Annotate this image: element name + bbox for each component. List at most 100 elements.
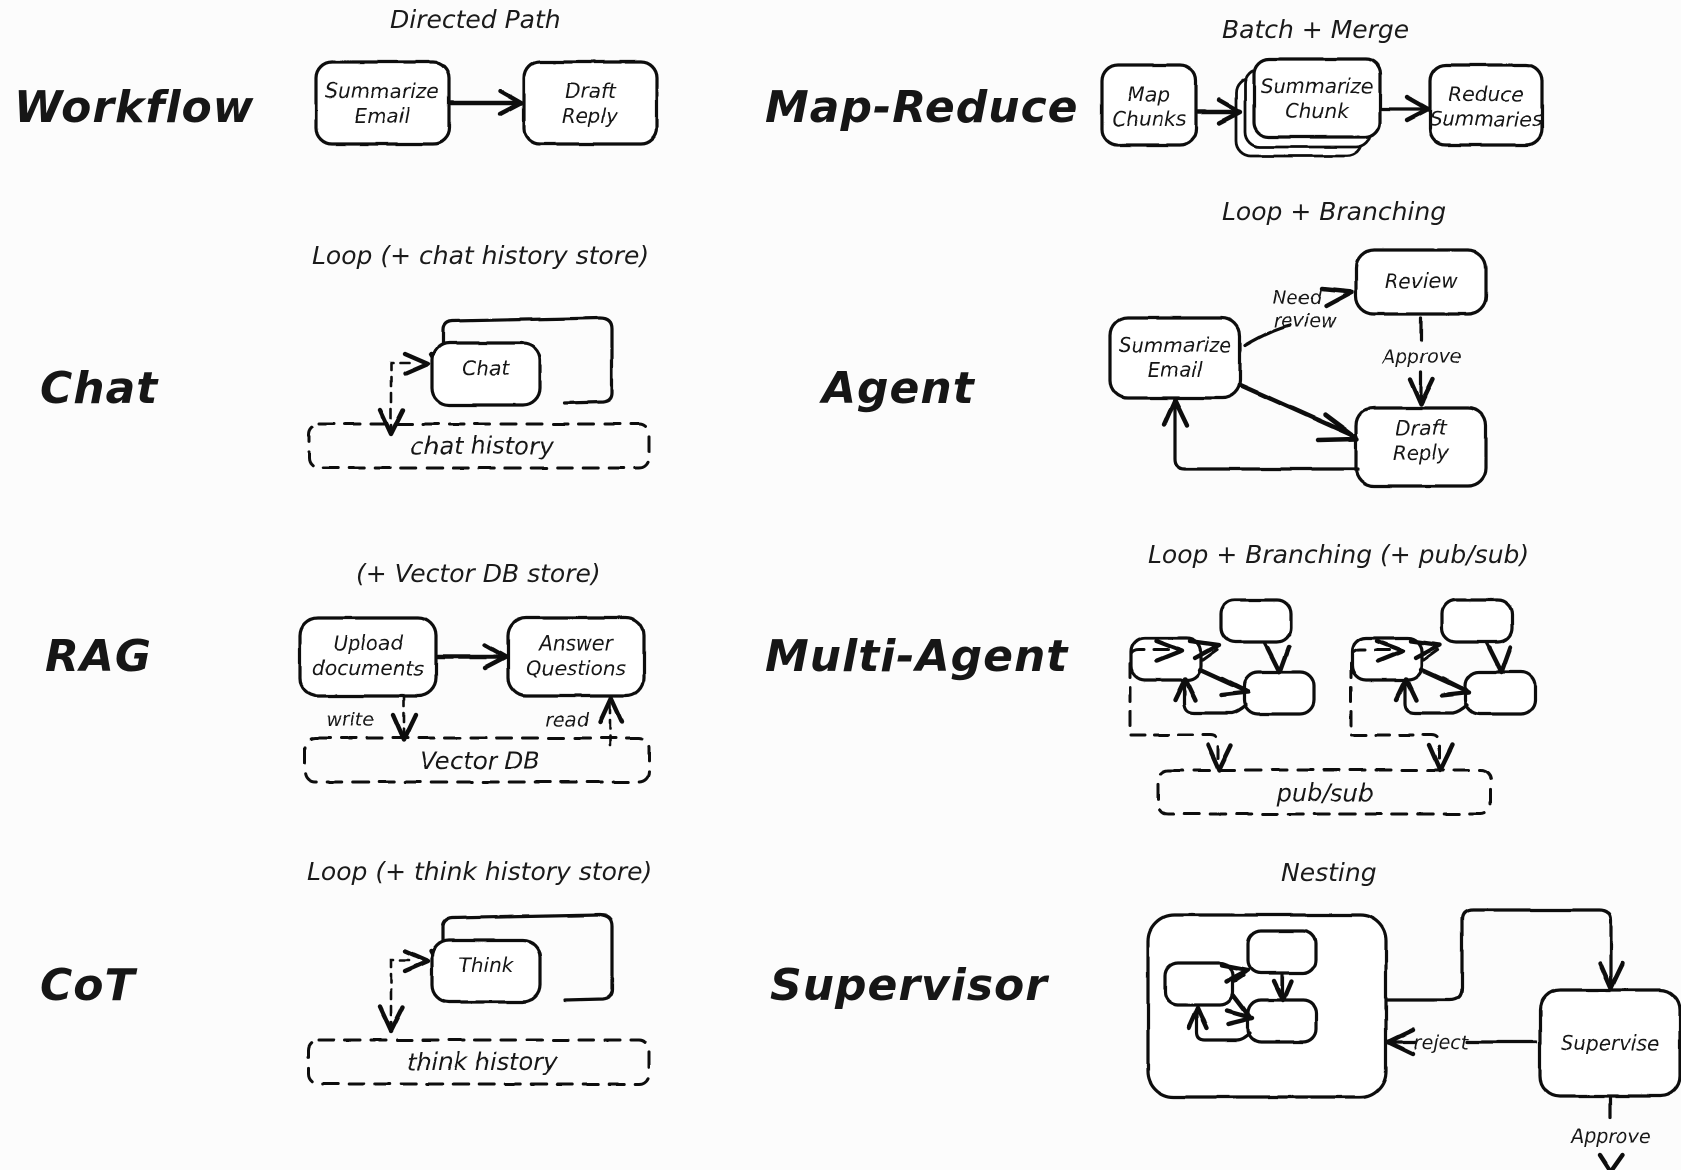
arrowhead-agent-loopback <box>1161 397 1190 428</box>
arrowhead-agent-direct <box>1315 412 1360 443</box>
edge-supervisor-up <box>1386 908 1613 1002</box>
diagram-chat: Chat chat history <box>307 316 651 470</box>
ma-l-edge-loop <box>1182 681 1248 715</box>
row-label-chat: Chat <box>40 363 159 414</box>
sup-arrow-bc <box>1271 978 1294 1003</box>
ma-l-node-c[interactable] <box>1242 670 1316 716</box>
edge-agent-direct <box>1237 382 1359 440</box>
caption-multiagent-pubsub: Loop + Branching (+ pub/sub) <box>1148 540 1530 569</box>
ma-r-arrow-bc <box>1486 644 1513 675</box>
node-agent-summarize-email-line2: Email <box>1147 358 1203 382</box>
row-label-map-reduce: Map-Reduce <box>765 82 1079 133</box>
ma-r-arrow-in <box>1374 638 1406 664</box>
row-label-agent: Agent <box>822 363 975 414</box>
ma-r-arrow-loop <box>1393 676 1419 703</box>
node-chat[interactable] <box>430 341 542 407</box>
store-chat-history[interactable] <box>307 422 651 470</box>
row-label-multi-agent: Multi-Agent <box>765 631 1069 682</box>
store-think-history-label: think history <box>407 1048 558 1076</box>
edge-label-supervisor-approve: Approve <box>1569 1126 1651 1148</box>
store-pub-sub[interactable] <box>1156 768 1493 816</box>
diagram-supervisor: Supervise reject Approve <box>1146 908 1681 1170</box>
node-summarize-email-line2: Email <box>354 104 410 128</box>
sup-inner-node-a[interactable] <box>1163 961 1235 1007</box>
node-summarize-chunk[interactable] <box>1252 57 1382 139</box>
node-agent-review[interactable] <box>1354 248 1488 316</box>
node-reduce-summaries[interactable] <box>1428 63 1544 147</box>
node-draft-reply[interactable] <box>522 60 659 146</box>
multiagent-cluster-right <box>1349 598 1537 773</box>
arrowhead-agent-approve <box>1407 376 1436 407</box>
sup-inner-node-c[interactable] <box>1246 998 1318 1044</box>
store-think-history[interactable] <box>307 1038 651 1086</box>
sup-arrow-ac <box>1224 1008 1255 1027</box>
ma-l-arrow-loop <box>1172 676 1198 703</box>
ma-l-node-b[interactable] <box>1219 598 1293 644</box>
diagram-map-reduce: Map Chunks Summarize Chunk Reduce Summar… <box>1100 57 1544 158</box>
node-think[interactable] <box>430 938 542 1004</box>
ma-r-node-c[interactable] <box>1463 670 1537 716</box>
edge-label-write: write <box>326 709 374 731</box>
node-agent-draft-reply[interactable] <box>1354 406 1488 488</box>
arrowhead-rag-read <box>597 695 625 725</box>
edge-label-need: Need <box>1272 287 1323 309</box>
node-supervise-label: Supervise <box>1561 1031 1660 1055</box>
edge-chat-history-in <box>389 361 416 436</box>
node-agent-summarize-email-line1: Summarize <box>1118 333 1231 357</box>
edge-label-read: read <box>545 709 589 731</box>
edge-label-reject: reject <box>1414 1032 1470 1054</box>
ma-r-edge-loop <box>1403 681 1469 715</box>
node-summarize-chunk-line2: Chunk <box>1285 99 1350 123</box>
caption-batch-merge: Batch + Merge <box>1222 15 1410 44</box>
ma-r-edge-ab <box>1422 648 1440 662</box>
caption-agent-loop-branch: Loop + Branching <box>1222 197 1447 226</box>
diagram-multi-agent: pub/sub <box>1128 598 1537 816</box>
node-summarize-email[interactable] <box>314 60 451 146</box>
node-chat-label: Chat <box>463 356 511 380</box>
ma-r-node-b[interactable] <box>1440 598 1514 644</box>
node-map-chunks-line1: Map <box>1128 82 1170 106</box>
arrowhead-rag-1 <box>482 642 509 671</box>
row-label-cot: CoT <box>40 960 136 1011</box>
edge-cot-selfloop <box>441 913 614 1002</box>
sup-arrow-loop <box>1186 1005 1210 1031</box>
node-reduce-summaries-line1: Reduce <box>1449 82 1524 106</box>
arrowhead-reject <box>1385 1027 1416 1057</box>
arrowhead-rag-write <box>390 712 419 743</box>
edge-chat-selfloop <box>441 316 614 405</box>
ma-r-edge-pubsub <box>1349 648 1441 760</box>
ma-l-arrow-ac <box>1218 676 1251 698</box>
node-summarize-chunk-line1: Summarize <box>1260 74 1373 98</box>
edge-cot-history-in <box>389 958 416 1033</box>
sup-arrow-ab <box>1219 962 1251 984</box>
store-vector-db[interactable] <box>303 736 651 784</box>
node-agent-draft-reply-line1: Draft <box>1396 416 1448 440</box>
node-supervise[interactable] <box>1538 988 1681 1098</box>
ma-l-edge-ab <box>1201 648 1219 662</box>
edge-agent-need-review <box>1243 323 1292 347</box>
diagram-cot: Think think history <box>307 913 651 1086</box>
node-map-chunks-line2: Chunks <box>1112 107 1186 131</box>
node-map-chunks[interactable] <box>1100 63 1198 147</box>
node-upload-documents-line2: documents <box>312 656 423 680</box>
node-agent-draft-reply-line2: Reply <box>1393 441 1450 465</box>
diagram-workflow: Summarize Email Draft Reply <box>314 60 659 146</box>
multiagent-cluster-left <box>1128 598 1316 773</box>
arrowhead-cot-in <box>402 948 431 974</box>
ma-r-arrow-ac <box>1439 676 1472 698</box>
edge-agent-loopback <box>1173 400 1360 471</box>
node-upload-documents-line1: Upload <box>333 631 403 655</box>
node-reduce-summaries-line2: Summaries <box>1429 107 1542 131</box>
caption-chat-loop: Loop (+ chat history store) <box>312 241 650 270</box>
arrowhead-mr-2 <box>1404 94 1431 123</box>
caption-vector-db-store: (+ Vector DB store) <box>356 559 601 588</box>
node-answer-questions-line1: Answer <box>537 631 614 655</box>
store-pub-sub-label: pub/sub <box>1276 779 1374 807</box>
arrowhead-agent-need-review <box>1319 286 1355 309</box>
row-label-rag: RAG <box>45 631 153 682</box>
sup-inner-node-b[interactable] <box>1246 929 1318 975</box>
edge-label-approve: Approve <box>1380 346 1462 368</box>
node-draft-reply-line1: Draft <box>565 79 617 103</box>
store-chat-history-label: chat history <box>411 432 554 460</box>
